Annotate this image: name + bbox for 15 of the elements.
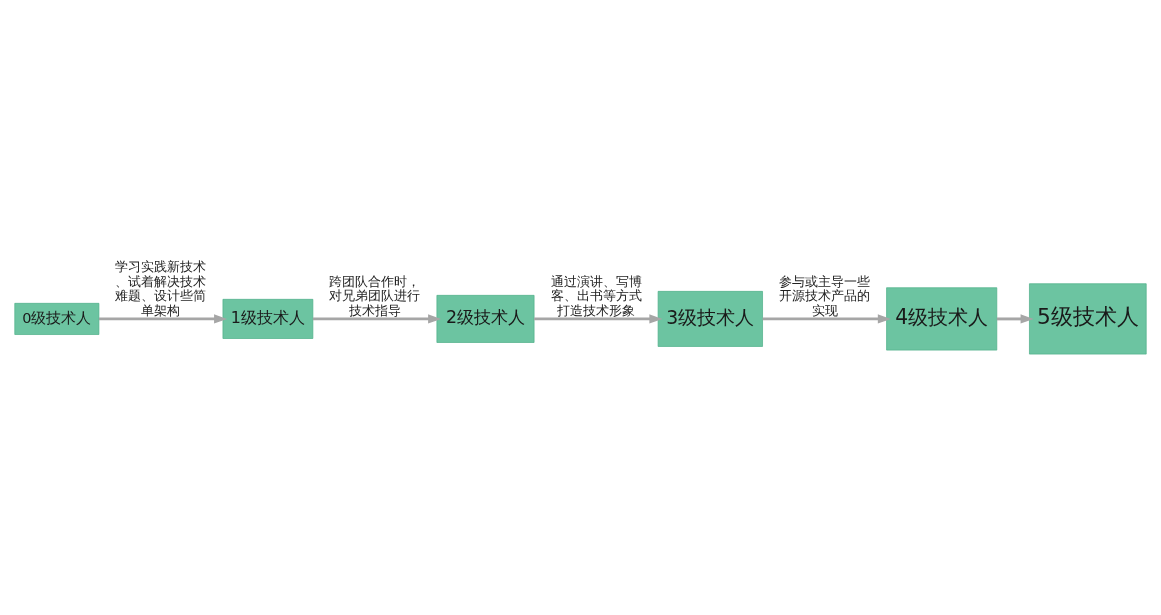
arrow <box>99 314 228 324</box>
node-box: 2级技术人 <box>436 295 535 343</box>
edge-label: 通过演讲、写博客、出书等方式打造技术形象 <box>550 273 642 318</box>
node-box: 5级技术人 <box>1029 283 1147 355</box>
arrow <box>996 314 1034 324</box>
arrow <box>762 314 891 324</box>
node-box: 0级技术人 <box>14 302 100 335</box>
node-box: 1级技术人 <box>222 298 314 339</box>
edge-label: 跨团队合作时，对兄弟团队进行技术指导 <box>329 273 421 318</box>
node-box: 4级技术人 <box>886 287 998 351</box>
edge-label: 参与或主导一些开源技术产品的实现 <box>779 273 871 318</box>
arrow <box>312 314 442 324</box>
node-box: 3级技术人 <box>657 291 763 347</box>
edge-label: 学习实践新技术、试着解决技术难题、设计些简单架构 <box>115 259 207 318</box>
arrow <box>534 314 663 324</box>
